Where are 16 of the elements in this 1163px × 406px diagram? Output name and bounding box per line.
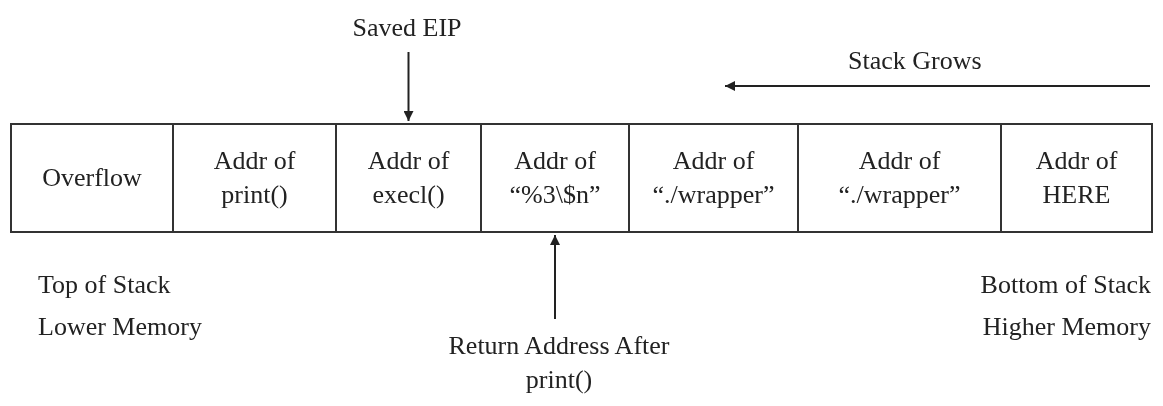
stack-cell: Addr of HERE (1000, 123, 1153, 233)
stack-cell: Addr of print() (172, 123, 337, 233)
stack-cell: Overflow (10, 123, 174, 233)
stack-cell: Addr of “%3\$n” (480, 123, 630, 233)
stack-cell: Addr of execl() (335, 123, 482, 233)
note-text: Bottom of Stack (980, 270, 1151, 300)
note-text: Higher Memory (982, 312, 1151, 342)
arrow (550, 234, 560, 320)
callout-text: Return Address After print() (447, 330, 671, 396)
callout-text: Saved EIP (352, 12, 462, 44)
note-text: Lower Memory (38, 312, 202, 342)
note-text: Stack Grows (848, 46, 982, 76)
stack-cell: Addr of “./wrapper” (797, 123, 1002, 233)
arrow (403, 51, 414, 122)
stack-cell: Addr of “./wrapper” (628, 123, 799, 233)
note-text: Top of Stack (38, 270, 171, 300)
